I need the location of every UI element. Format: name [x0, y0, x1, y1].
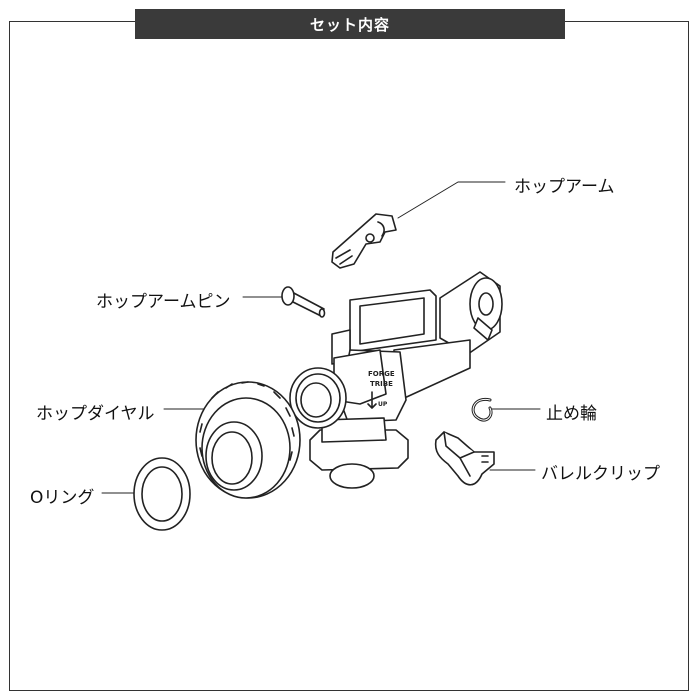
chamber-marking-line3: UP: [378, 401, 388, 408]
hop-dial-part: [195, 381, 301, 499]
leader-lines: [101, 181, 541, 494]
hop-arm-pin-part: [281, 286, 326, 318]
label-o-ring: Oリング: [30, 488, 95, 508]
hop-chamber-body: FORGE TRIBE UP: [289, 271, 503, 489]
page-title: セット内容: [309, 15, 390, 34]
stop-ring-part: [471, 397, 493, 422]
title-bar: セット内容: [135, 9, 565, 39]
chamber-marking-line2: TRIBE: [370, 380, 393, 388]
o-ring-part: [133, 457, 191, 531]
label-stop-ring: 止め輪: [546, 404, 597, 424]
label-barrel-clip: バレルクリップ: [541, 464, 660, 484]
label-hop-arm: ホップアーム: [514, 177, 615, 197]
label-hop-dial: ホップダイヤル: [36, 404, 155, 424]
barrel-clip-part: [434, 431, 495, 486]
hop-arm-part: [331, 213, 397, 269]
chamber-marking-line1: FORGE: [368, 370, 395, 378]
label-hop-arm-pin: ホップアームピン: [96, 292, 231, 312]
